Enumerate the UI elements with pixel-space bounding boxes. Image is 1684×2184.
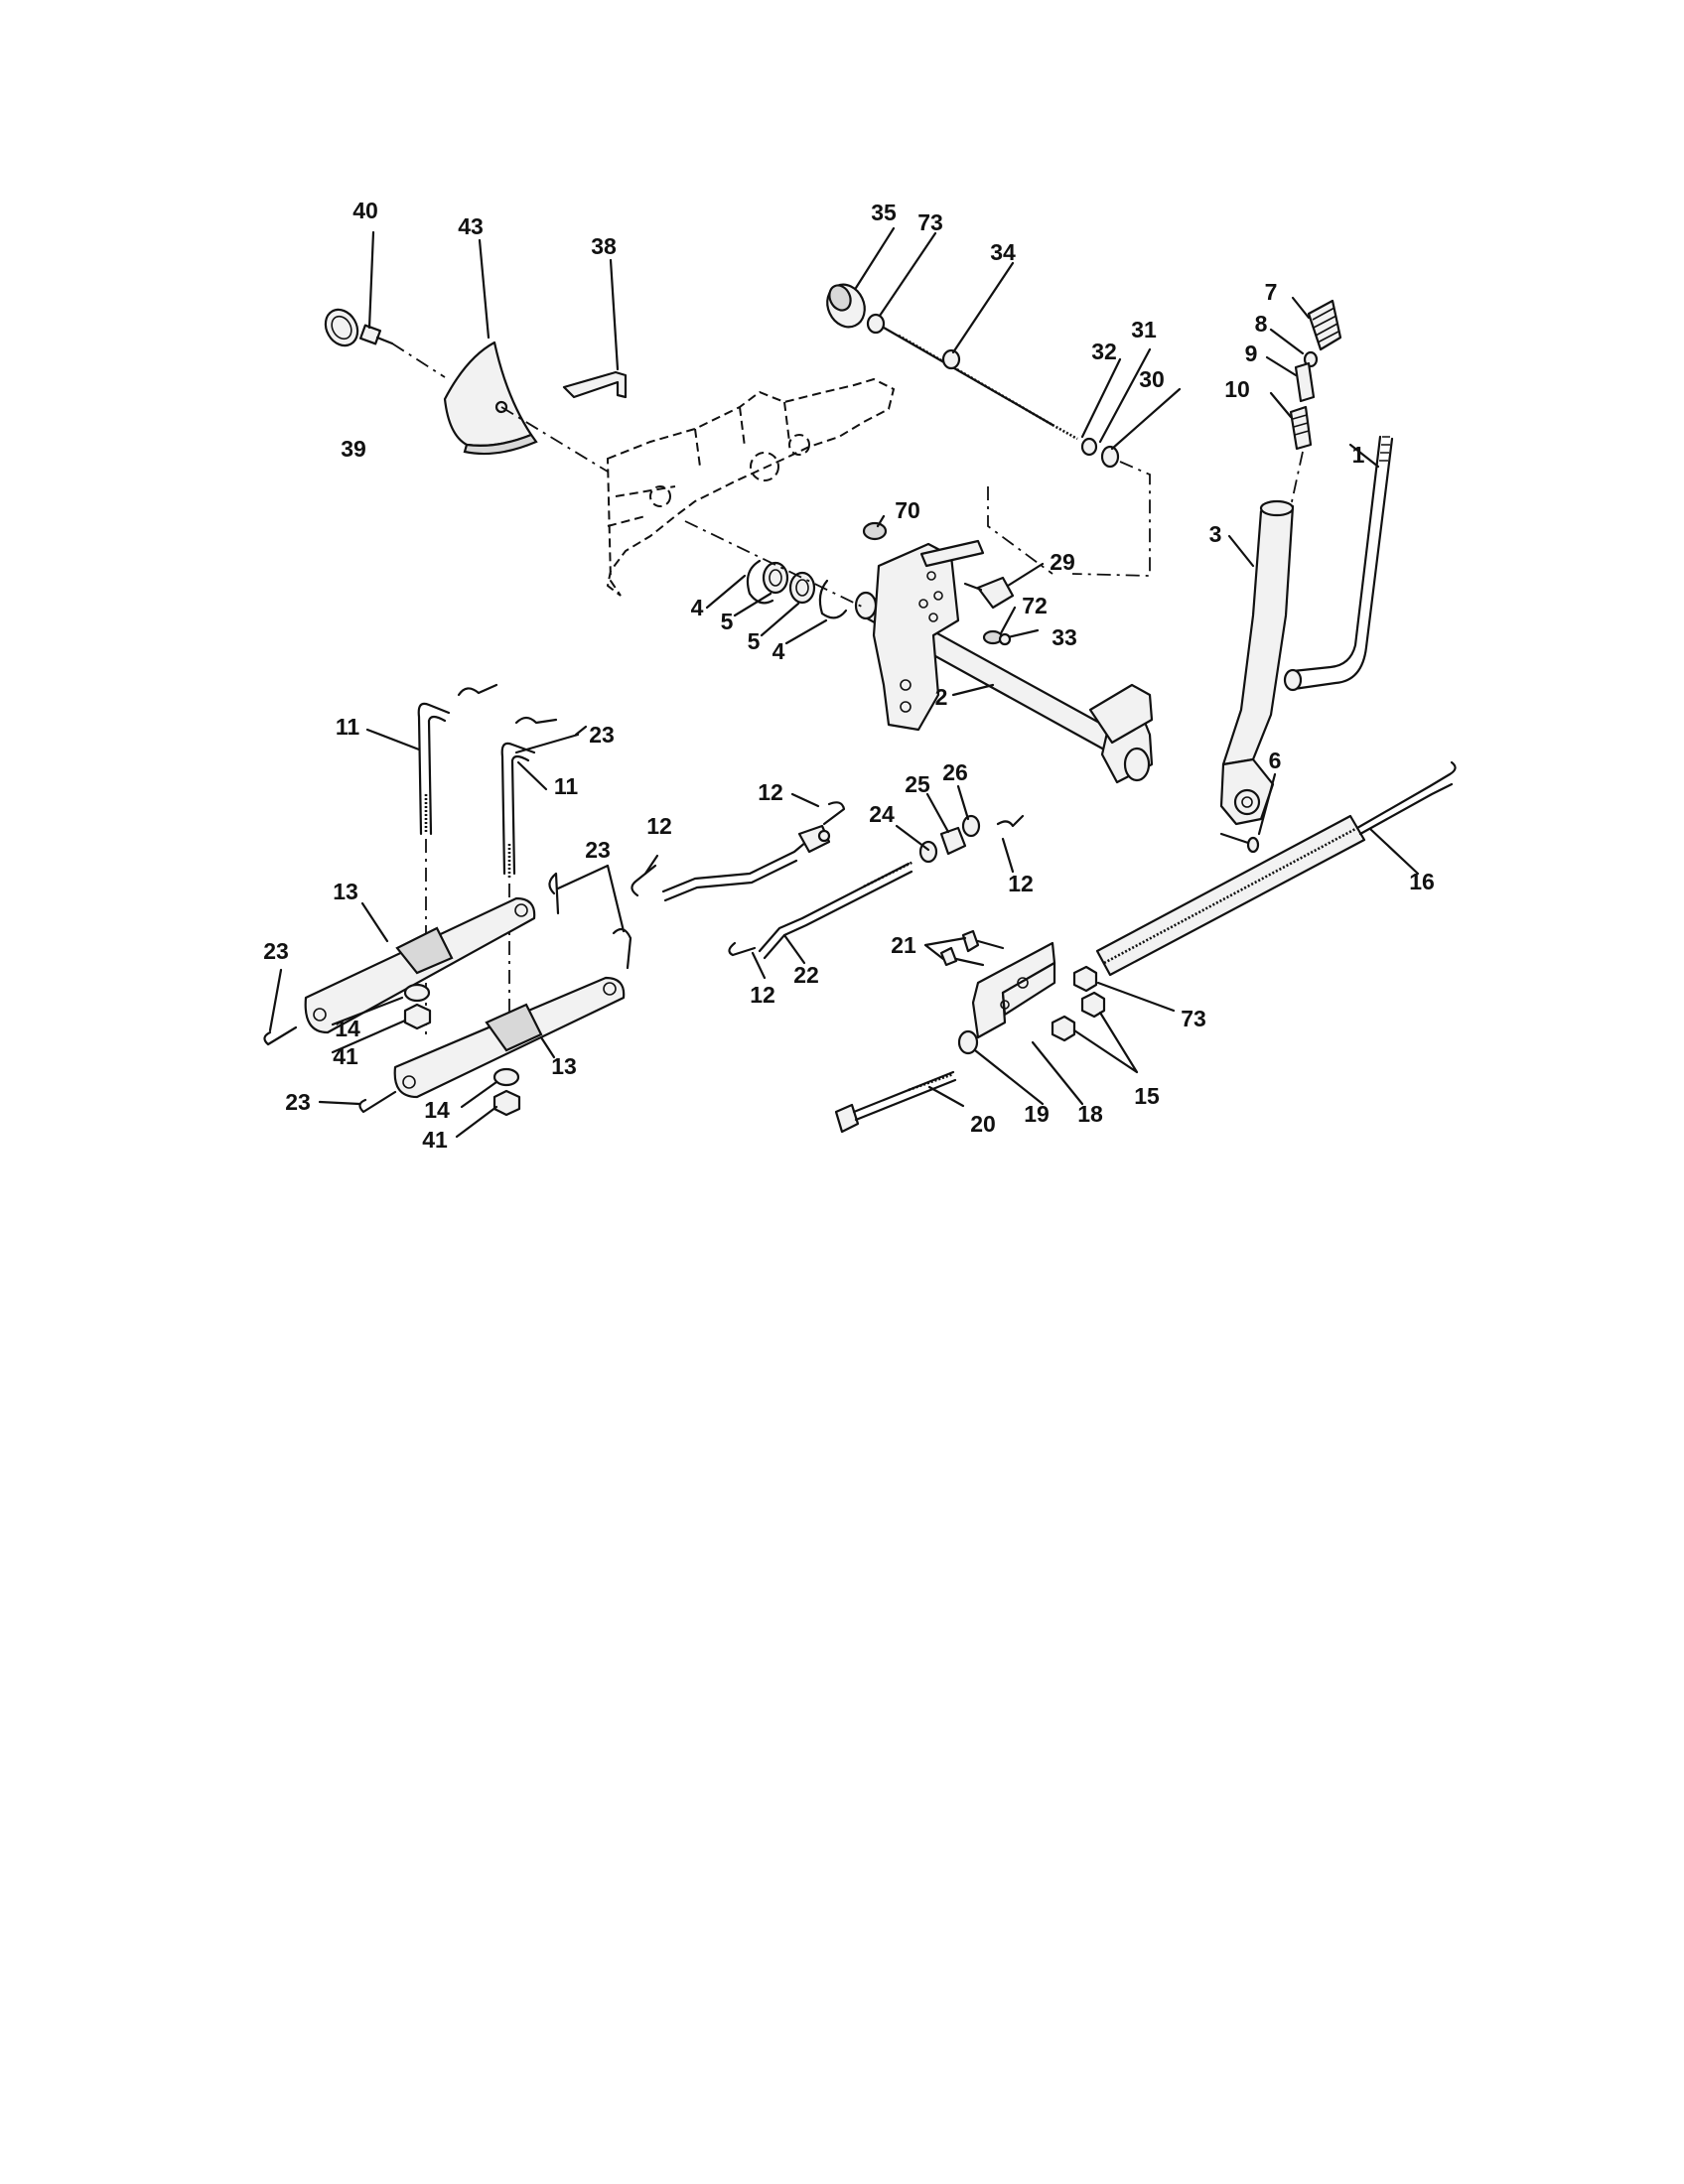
part-30-nut <box>1100 445 1120 469</box>
callout-7: 7 <box>1265 279 1278 305</box>
callout-20: 20 <box>970 1111 996 1137</box>
callout-23-mid: 23 <box>585 837 611 863</box>
callout-73-lower: 73 <box>1181 1006 1206 1031</box>
callout-15: 15 <box>1134 1083 1160 1109</box>
callout-3: 3 <box>1209 521 1222 547</box>
callout-12-left: 12 <box>646 813 672 839</box>
callout-19: 19 <box>1024 1101 1050 1127</box>
callout-23-bottom: 23 <box>285 1089 311 1115</box>
callout-1: 1 <box>1352 442 1365 468</box>
callout-22: 22 <box>793 962 819 988</box>
nuts-14-41-lower <box>492 1067 521 1117</box>
nuts-14-41-upper <box>403 983 432 1030</box>
part-7-spring <box>1307 299 1342 351</box>
callout-21: 21 <box>891 932 916 958</box>
callout-24: 24 <box>869 801 895 827</box>
callout-70: 70 <box>895 497 920 523</box>
part-9-sleeve <box>1294 361 1316 403</box>
part-6-screw <box>1219 832 1260 854</box>
callout-34: 34 <box>990 239 1016 265</box>
callout-73-top: 73 <box>917 209 943 235</box>
callout-32: 32 <box>1091 339 1117 364</box>
callout-29: 29 <box>1050 549 1075 575</box>
callout-4-left: 4 <box>691 595 704 620</box>
callout-12-bottom: 12 <box>750 982 775 1008</box>
callout-18: 18 <box>1077 1101 1103 1127</box>
callout-72: 72 <box>1022 593 1048 618</box>
callout-23-top: 23 <box>589 722 615 748</box>
callout-5-right: 5 <box>748 628 761 654</box>
callout-13-upper: 13 <box>333 879 358 904</box>
fittings-24-25-26 <box>918 814 981 864</box>
callout-11-left: 11 <box>336 714 360 740</box>
callout-16: 16 <box>1409 869 1435 894</box>
part-32-spring <box>1052 423 1078 441</box>
callout-12-right: 12 <box>1008 871 1034 896</box>
part-73-nut-top <box>866 313 886 335</box>
callout-25: 25 <box>905 771 930 797</box>
part-11-hanger-right <box>500 742 536 879</box>
part-21-bolts <box>939 929 1005 967</box>
callout-30: 30 <box>1139 366 1165 392</box>
leader-lines <box>268 226 1420 1139</box>
callout-39: 39 <box>341 436 366 462</box>
callout-6: 6 <box>1269 748 1282 773</box>
part-35-handle-knob <box>826 283 866 329</box>
frame-outline <box>606 377 896 597</box>
callout-12-top: 12 <box>758 779 783 805</box>
part-16-spring <box>1095 760 1457 977</box>
callout-26: 26 <box>942 759 968 785</box>
callout-5-left: 5 <box>721 609 734 634</box>
part-29-fitting <box>963 576 1015 610</box>
part-18-bracket <box>971 941 1056 1039</box>
part-13-link-lower <box>393 976 626 1099</box>
callout-9: 9 <box>1245 341 1258 366</box>
part-73-nut-lower <box>1072 965 1098 993</box>
part-11-hanger-left <box>417 702 451 836</box>
callout-31: 31 <box>1131 317 1157 342</box>
callout-2: 2 <box>935 684 948 710</box>
part-40-bolt <box>358 324 394 345</box>
leader-spring-axis <box>1290 451 1304 507</box>
part-10-spring <box>1289 405 1313 451</box>
callout-14-lower: 14 <box>424 1097 450 1123</box>
callout-8: 8 <box>1255 311 1268 337</box>
part-22-rod <box>758 860 914 960</box>
part-3-lift-handle <box>1219 499 1295 826</box>
washers-4-5 <box>746 559 848 619</box>
callout-11-right: 11 <box>554 773 579 799</box>
part-70-washer <box>862 521 888 541</box>
part-2-lift-shaft <box>854 539 1154 784</box>
leader-rod-axis <box>987 461 1151 577</box>
part-33-bolt <box>998 628 1040 646</box>
part-1-lever-rod <box>1283 435 1394 692</box>
callout-10: 10 <box>1224 376 1250 402</box>
part-34-rod <box>882 326 1054 427</box>
part-12-rod-upper <box>661 824 831 902</box>
callout-4-right: 4 <box>772 638 785 664</box>
part-13-link-upper <box>304 896 536 1034</box>
part-12-clips <box>631 801 1025 957</box>
callout-38: 38 <box>591 233 617 259</box>
part-20-bolt <box>834 1070 957 1134</box>
callout-33: 33 <box>1052 624 1077 650</box>
callout-23-left: 23 <box>263 938 289 964</box>
callout-35: 35 <box>871 200 897 225</box>
part-43-cover <box>443 341 538 456</box>
leader-cover-axis <box>391 342 609 473</box>
leader-shaft-axis <box>684 520 865 609</box>
callout-13-lower: 13 <box>551 1053 577 1079</box>
callout-43: 43 <box>458 213 484 239</box>
callout-41-lower: 41 <box>422 1127 448 1153</box>
callout-14-upper: 14 <box>335 1016 360 1041</box>
part-19-washer <box>957 1029 979 1055</box>
callout-40: 40 <box>352 198 378 223</box>
part-38-bracket <box>562 370 628 399</box>
callout-41-upper: 41 <box>333 1043 358 1069</box>
part-31-washer <box>1080 437 1098 457</box>
callout-labels: 40 43 38 39 35 73 34 32 31 30 7 8 9 10 1… <box>263 198 1435 1153</box>
part-39-knob <box>324 308 359 347</box>
part-15-nuts <box>1051 991 1106 1042</box>
